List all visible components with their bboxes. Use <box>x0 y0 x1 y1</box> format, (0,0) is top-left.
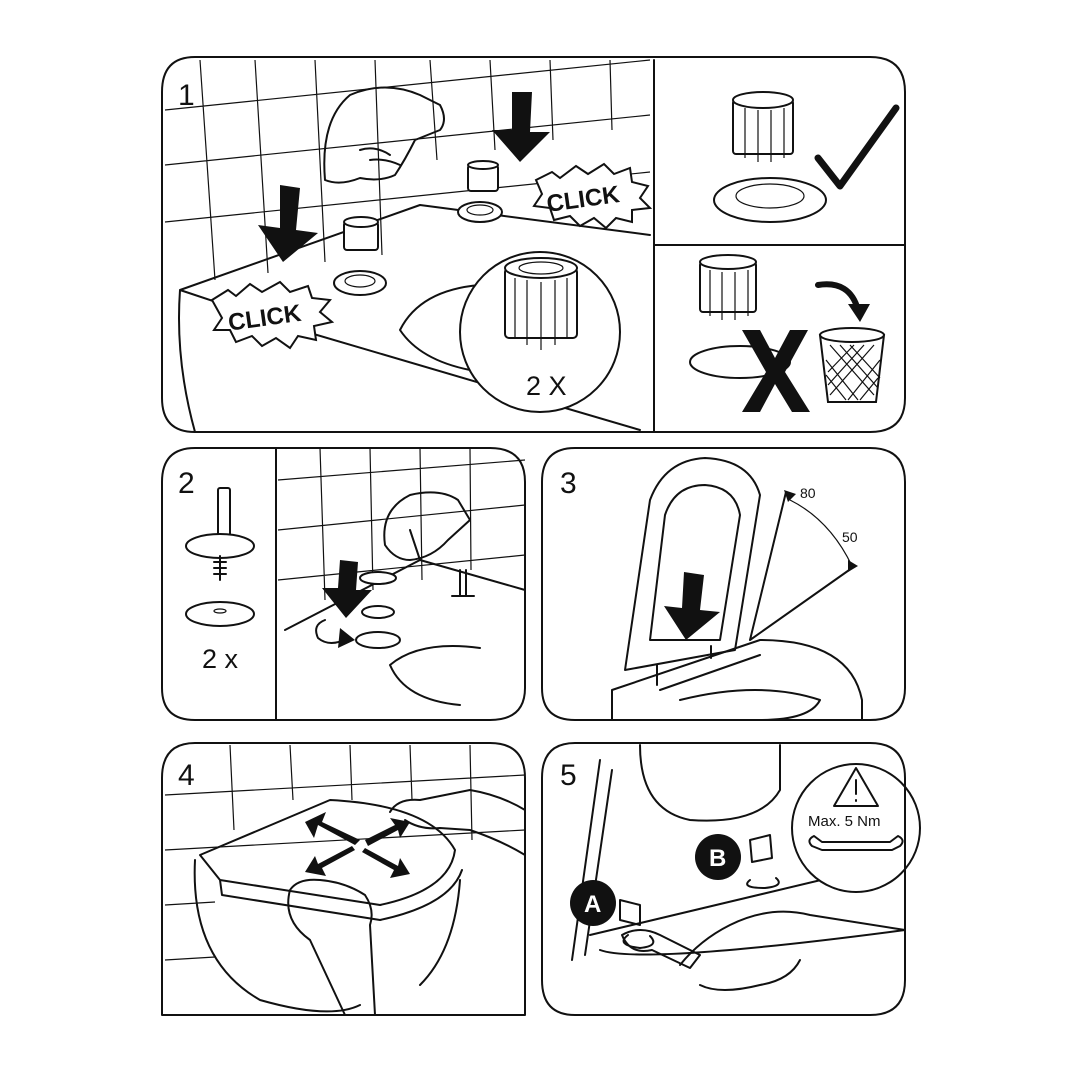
toilet-seat-lid <box>624 457 761 671</box>
quantity-label: 2 x <box>202 644 239 674</box>
step-number: 5 <box>560 759 577 792</box>
angle-arc <box>789 499 853 567</box>
wrench-icon <box>808 835 904 851</box>
panel-4: 4 <box>161 742 526 1016</box>
adapter-detail <box>504 257 578 350</box>
angle-guide <box>749 491 853 641</box>
panel-frame <box>161 447 526 721</box>
toilet-body <box>193 859 461 1013</box>
toilet-seat-ring <box>649 484 741 641</box>
click-burst-right <box>532 162 653 230</box>
panel-frame <box>161 742 526 1016</box>
hand <box>323 86 445 184</box>
arrow-down-icon <box>258 185 318 262</box>
warning-triangle-icon <box>833 767 879 807</box>
arrow-down-icon <box>664 572 720 640</box>
hinge-b <box>746 834 780 889</box>
toilet-seat <box>199 799 463 921</box>
angle-max-label: 80 <box>800 485 816 501</box>
step-number: 2 <box>178 467 195 500</box>
toilet-body <box>611 639 863 721</box>
cross-icon <box>742 330 810 412</box>
step-number: 3 <box>560 467 577 500</box>
panel-frame <box>541 742 906 1016</box>
adapter-left <box>333 216 387 296</box>
washer <box>359 571 397 585</box>
waste-bin-icon <box>818 327 886 403</box>
arrow-down-icon <box>492 92 550 162</box>
washer <box>361 605 395 619</box>
label-b: B <box>709 845 726 872</box>
correct-example <box>713 91 827 223</box>
hand <box>383 491 471 561</box>
label-a-badge <box>570 880 616 926</box>
panel-1: CLICK CLICK 2 X <box>161 56 906 433</box>
toilet-bowl-rim <box>399 284 481 371</box>
bolt <box>451 569 475 597</box>
toilet-body <box>284 529 526 706</box>
panel-5: A B Max. 5 Nm 5 <box>541 742 921 1016</box>
curved-arrow-head <box>848 304 870 322</box>
arrow-down-icon <box>322 560 372 618</box>
wall-tiles <box>164 744 526 961</box>
move-arrows-icon <box>305 812 410 878</box>
check-icon <box>814 104 900 190</box>
hand-left <box>287 878 376 1016</box>
panel-divider <box>653 59 906 433</box>
rotate-arrow-head <box>338 628 355 648</box>
angle-min-label: 50 <box>842 529 858 545</box>
adapter-right <box>457 160 503 223</box>
angle-arrow <box>784 490 858 572</box>
torque-label: Max. 5 Nm <box>808 813 881 830</box>
toilet-seat <box>571 744 781 961</box>
toilet-body <box>178 204 651 433</box>
wrench-in-hand <box>621 929 701 969</box>
step-number: 4 <box>178 759 195 792</box>
wall-tiles <box>277 447 526 601</box>
panel-2: 2 x 2 <box>161 447 526 721</box>
label-b-badge <box>695 834 741 880</box>
rotate-icon <box>315 619 349 644</box>
torque-callout <box>791 763 921 893</box>
wall-tiles <box>164 59 651 281</box>
bolt <box>656 645 712 686</box>
adapter-ring <box>355 631 401 649</box>
panel-frame <box>541 447 906 721</box>
panel-3: 80 50 3 <box>541 447 906 721</box>
click-burst-left <box>210 280 335 350</box>
label-a: A <box>584 891 601 918</box>
step-number: 1 <box>178 79 195 112</box>
panel-frame <box>161 56 906 433</box>
hand <box>679 910 906 991</box>
quantity-label: 2 X <box>526 371 567 401</box>
hand-right <box>389 789 526 856</box>
bolt-part <box>185 487 255 627</box>
